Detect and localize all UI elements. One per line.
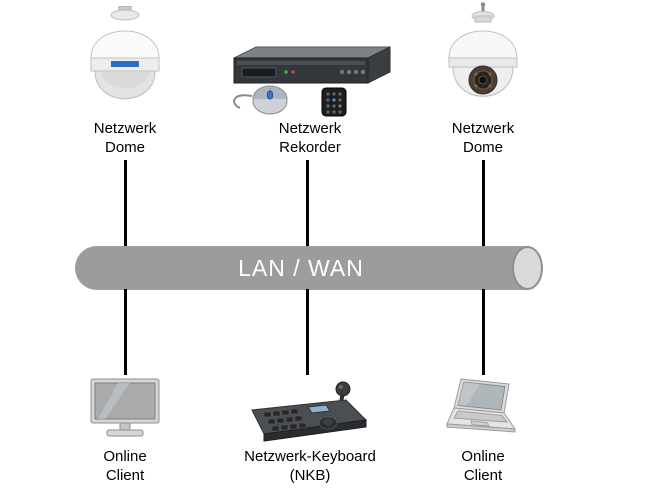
connector-line-top-center (306, 160, 309, 248)
ptz-dome-camera-icon (435, 2, 531, 114)
lan-wan-label: LAN / WAN (238, 254, 364, 281)
label-online-client-right: Online Client (461, 448, 505, 484)
connector-line-top-left (124, 160, 127, 248)
network-video-recorder-icon (222, 44, 398, 118)
lan-wan-bus-endcap (512, 246, 543, 290)
ptz-dome-camera-icon (77, 6, 173, 114)
connector-line-bottom-center (306, 289, 309, 375)
label-netzwerk-dome-left: Netzwerk Dome (93, 120, 157, 156)
label-netzwerk-rekorder: Netzwerk Rekorder (278, 120, 342, 156)
lan-wan-bus (75, 246, 527, 290)
laptop-icon (445, 377, 521, 441)
connector-line-bottom-right (482, 289, 485, 375)
connector-line-bottom-left (124, 289, 127, 375)
connector-line-top-right (482, 160, 485, 248)
desktop-monitor-icon (90, 378, 160, 440)
cctv-control-keyboard-icon (250, 376, 368, 442)
label-online-client-left: Online Client (103, 448, 147, 484)
label-netzwerk-dome-right: Netzwerk Dome (451, 120, 515, 156)
label-netzwerk-keyboard: Netzwerk-Keyboard (NKB) (244, 448, 376, 484)
